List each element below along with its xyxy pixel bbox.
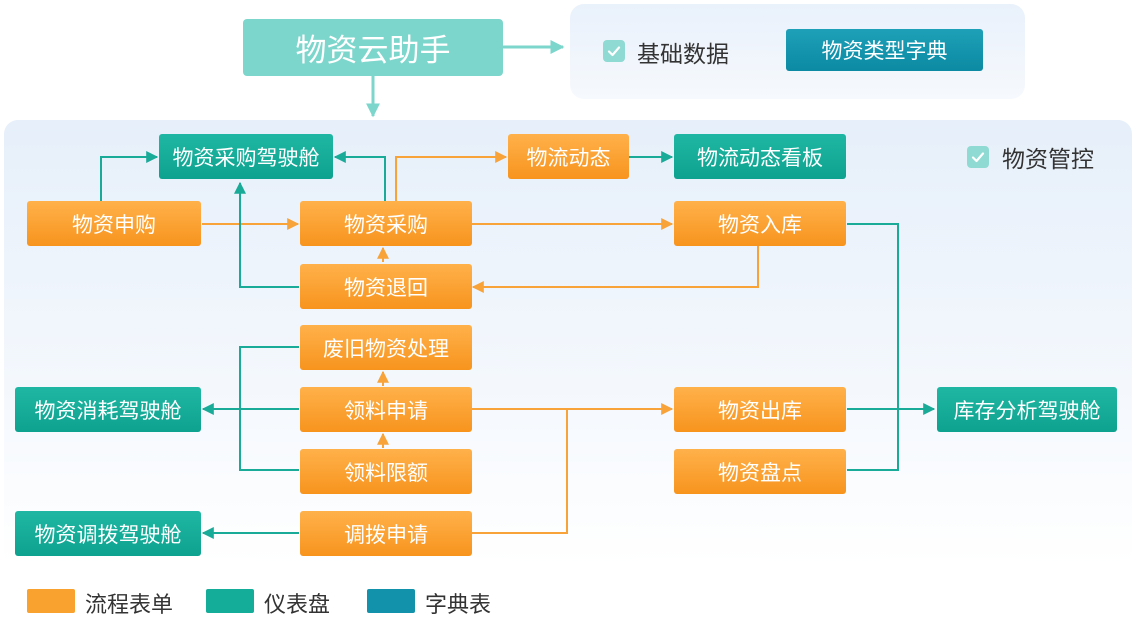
- requisition-limit-node[interactable]: 领料限额: [300, 449, 472, 494]
- material-outbound-node[interactable]: 物资出库: [674, 387, 846, 432]
- requisition-apply-node[interactable]: 领料申请: [300, 387, 472, 432]
- inventory-cockpit-node[interactable]: 库存分析驾驶舱: [937, 387, 1117, 432]
- return-to-procurement-cockpit-line: [234, 181, 299, 288]
- transfer-to-outbound-line: [472, 409, 568, 534]
- material-type-dict-node[interactable]: 物资类型字典: [786, 29, 983, 71]
- scrap-handling-node[interactable]: 废旧物资处理: [300, 325, 472, 370]
- transfer-cockpit-node[interactable]: 物资调拨驾驶舱: [15, 511, 201, 556]
- material-return-node[interactable]: 物资退回: [300, 264, 472, 309]
- logistics-dynamics-node[interactable]: 物流动态: [508, 134, 629, 179]
- transfer-apply-node[interactable]: 调拨申请: [300, 511, 472, 556]
- purchase-to-logistics-line: [395, 151, 508, 202]
- legend-swatch-dashboard: [206, 589, 254, 613]
- material-request-node[interactable]: 物资申购: [27, 201, 201, 246]
- material-control-label: 物资管控: [1002, 147, 1094, 173]
- procurement-cockpit-node[interactable]: 物资采购驾驶舱: [159, 134, 333, 179]
- root-node[interactable]: 物资云助手: [243, 19, 503, 76]
- legend-label-dashboard: 仪表盘: [264, 593, 331, 618]
- material-purchase-node[interactable]: 物资采购: [300, 201, 472, 246]
- legend-label-dictionary: 字典表: [425, 593, 492, 618]
- scrap-limit-bracket-line: [239, 346, 299, 471]
- logistics-board-node[interactable]: 物流动态看板: [674, 134, 846, 179]
- material-stocktake-node[interactable]: 物资盘点: [674, 449, 846, 494]
- inbound-to-inventory-line: [847, 223, 899, 471]
- consumption-cockpit-node[interactable]: 物资消耗驾驶舱: [15, 387, 201, 432]
- check-icon: [603, 40, 625, 62]
- check-icon: [967, 146, 989, 168]
- legend-label-process-form: 流程表单: [85, 593, 174, 618]
- material-inbound-node[interactable]: 物资入库: [674, 201, 846, 246]
- purchase-to-procurement-cockpit-line: [333, 151, 386, 202]
- legend-swatch-process-form: [27, 589, 75, 613]
- request-to-procurement-cockpit-line: [100, 151, 159, 202]
- inbound-to-return-line: [471, 245, 759, 293]
- legend-swatch-dictionary: [367, 589, 415, 613]
- basic-data-label: 基础数据: [637, 42, 729, 68]
